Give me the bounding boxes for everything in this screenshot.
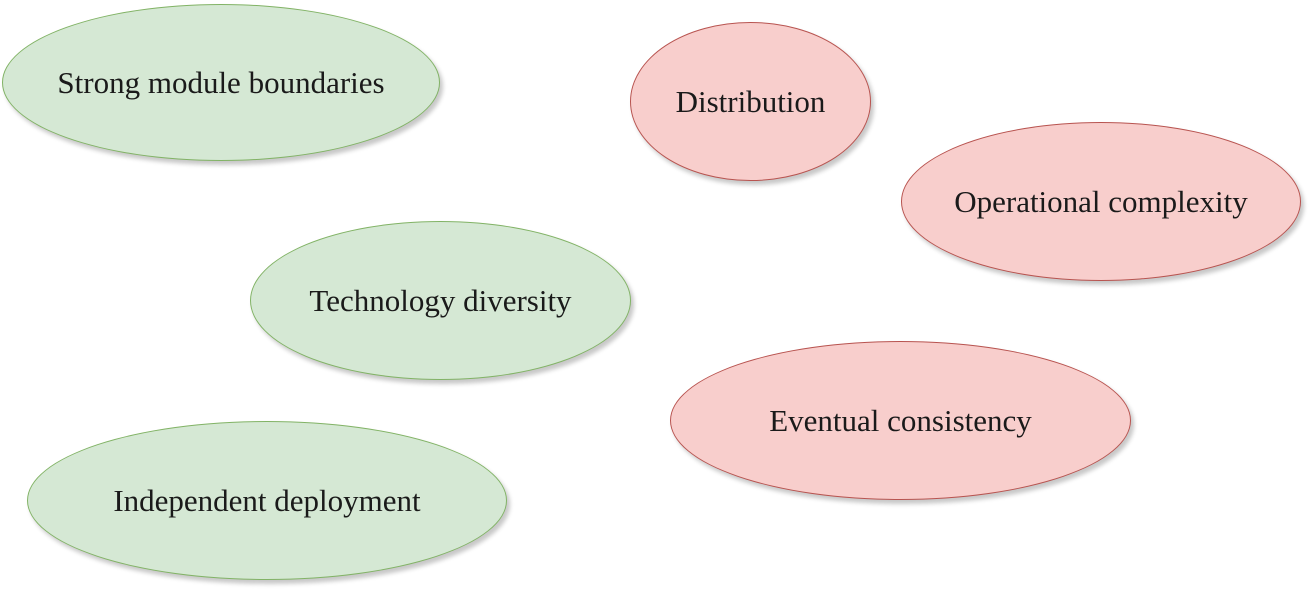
pro-bubble-technology-diversity: Technology diversity [250,221,631,380]
con-bubble-operational-complexity: Operational complexity [901,122,1301,281]
pro-label: Technology diversity [309,282,572,318]
pro-bubble-independent-deployment: Independent deployment [27,421,507,580]
con-label: Distribution [675,83,826,119]
pro-bubble-strong-module-boundaries: Strong module boundaries [2,4,440,161]
con-bubble-distribution: Distribution [630,22,871,181]
pro-label: Independent deployment [113,482,421,518]
con-bubble-eventual-consistency: Eventual consistency [670,341,1131,500]
con-label: Eventual consistency [769,402,1032,438]
con-label: Operational complexity [954,183,1248,219]
pro-label: Strong module boundaries [57,64,385,100]
